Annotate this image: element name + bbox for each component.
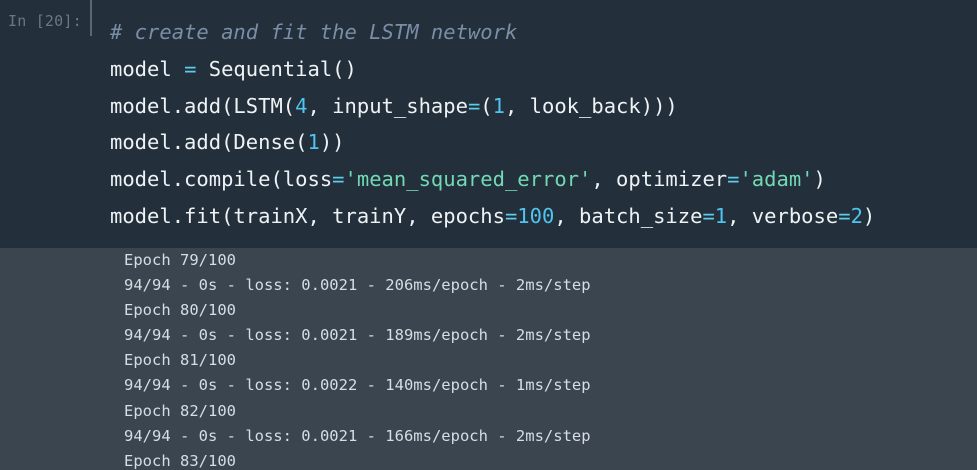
cell-prompt: In [20]: [8,12,82,30]
code-token-op: = [504,203,518,228]
output-line: Epoch 82/100 [124,401,236,420]
code-token-num: 1 [492,93,505,118]
cell-input-area[interactable]: In [20]: # create and fit the LSTM netwo… [0,0,977,248]
output-line: Epoch 81/100 [124,351,236,370]
code-token-op: = [838,203,851,228]
code-token-plain: )) [319,130,345,155]
output-line: Epoch 79/100 [124,251,236,269]
code-token-plain: model [110,56,185,81]
code-token-plain: ) [862,203,876,228]
code-token-plain: model.add(Dense( [110,130,308,155]
code-token-plain: , verbose [727,203,839,228]
code-token-plain: model.fit(trainX, trainY, epochs [110,203,505,228]
output-line: Epoch 83/100 [124,451,236,470]
code-token-comment: # create and fit the LSTM network [110,20,518,44]
code-line: model.fit(trainX, trainY, epochs=100, ba… [110,198,875,235]
code-editor[interactable]: # create and fit the LSTM network model =… [110,14,875,235]
output-line: Epoch 80/100 [124,301,236,320]
code-token-plain: Sequential() [196,56,357,81]
code-token-num: 1 [307,130,320,155]
code-token-plain: ( [480,93,493,118]
code-line: model.add(LSTM(4, input_shape=(1, look_b… [110,88,875,125]
code-token-plain: ) [813,167,826,192]
code-token-str: 'mean_squared_error' [344,167,592,192]
output-line: 94/94 - 0s - loss: 0.0021 - 166ms/epoch … [124,426,591,445]
code-line: model.add(Dense(1)) [110,124,875,161]
code-line: model = Sequential() [110,51,875,88]
code-line: # create and fit the LSTM network [110,14,875,51]
code-token-plain: model.add(LSTM( [110,93,296,118]
code-token-num: 2 [850,203,863,228]
output-line: 94/94 - 0s - loss: 0.0021 - 189ms/epoch … [124,326,591,345]
code-token-op: = [467,93,481,118]
cell-output-text: Epoch 79/100 94/94 - 0s - loss: 0.0021 - … [124,248,591,470]
code-token-plain: model.compile(loss [110,167,333,192]
cell-output-area: Epoch 79/100 94/94 - 0s - loss: 0.0021 - … [0,248,977,470]
code-token-op: = [727,167,740,192]
code-token-str: 'adam' [739,167,814,192]
code-token-op: = [702,203,715,228]
code-token-plain: , input_shape [307,93,468,118]
cell-selection-bar [90,0,92,36]
code-token-op: = [184,56,197,81]
code-token-plain: , batch_size [554,203,703,228]
code-token-op: = [332,167,345,192]
code-token-plain: , optimizer [591,167,728,192]
code-token-num: 100 [517,203,555,228]
code-line: model.compile(loss='mean_squared_error',… [110,161,875,198]
code-token-num: 1 [714,203,728,228]
code-token-num: 4 [295,93,308,118]
code-token-plain: , look_back))) [504,93,678,118]
output-line: 94/94 - 0s - loss: 0.0021 - 206ms/epoch … [124,276,591,295]
output-line: 94/94 - 0s - loss: 0.0022 - 140ms/epoch … [124,376,591,395]
